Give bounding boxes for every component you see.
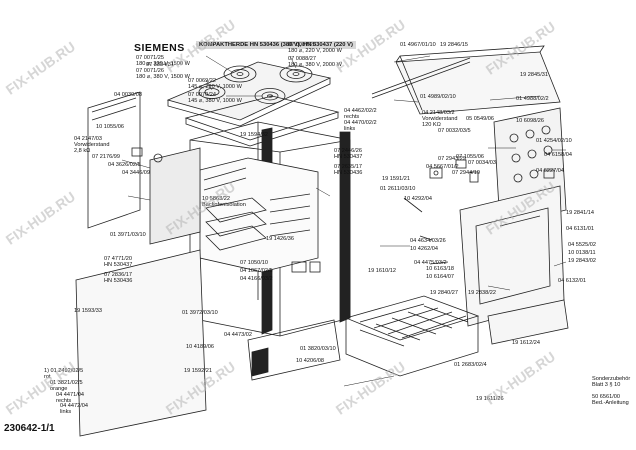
part-number-label: 01 4254/02/10: [536, 138, 572, 144]
part-number-label: 04 4166/03/2: [240, 276, 273, 282]
hinged-lid: [395, 45, 561, 115]
part-number-label: 19 2838/22: [468, 290, 496, 296]
part-number-label: 04 1067/02/5: [240, 268, 273, 274]
wire-basket: [344, 295, 480, 377]
part-number-label: 04 4470/02/2 links: [344, 120, 377, 132]
part-number-label: 19 1610/12: [368, 268, 396, 274]
oven-racks-left: [205, 197, 267, 251]
part-number-label: 01 4988/02/2: [516, 96, 549, 102]
part-number-label: 10 4292/04: [404, 196, 432, 202]
part-number-label: 07 2176/99: [92, 154, 120, 160]
part-number-label: 19 2841/14: [566, 210, 594, 216]
cooktop-plate: [166, 61, 332, 127]
part-number-label: 19 1611/26: [476, 396, 504, 402]
switches-and-fittings: [131, 147, 479, 273]
model-title: KOMPAKTHERDE HN 530436 (380 V), HN 53043…: [196, 41, 356, 49]
part-number-label: 04 6131/01: [566, 226, 594, 232]
drawer-front: [487, 299, 569, 345]
part-number-label: 05 0549/06: [466, 116, 494, 122]
part-number-label: 10 4262/04: [410, 246, 438, 252]
part-number-label: 07 2944/19: [452, 170, 480, 176]
part-number-label: 04 4471/04 rechts: [56, 392, 84, 404]
part-number-label: 07 1050/10: [240, 260, 268, 266]
part-number-label: 07 0088/27 180 ⌀, 380 V, 2000 W: [288, 56, 342, 68]
part-number-label: 01 3821/02/5 orange: [50, 380, 83, 392]
part-number-label: 19 1612/24: [512, 340, 540, 346]
rear-trim-strip: [371, 57, 471, 99]
part-number-label: 10 1055/06: [96, 124, 124, 130]
part-number-label: 50 6561/00 Bed.-Anleitung: [592, 394, 629, 406]
left-side-panel: [87, 91, 141, 229]
part-number-label: 07 2836/17 HN 530436: [104, 272, 133, 284]
part-number-label: 1) 01 2492/02/5 rot: [44, 368, 84, 380]
part-number-label: 04 4472/04 links: [60, 403, 88, 415]
part-number-label: 01 3971/03/10: [110, 232, 146, 238]
leader-lines: [121, 55, 567, 387]
part-number-label: 04 4475/03/2: [414, 260, 447, 266]
part-number-label: 19 1594/32: [240, 132, 268, 138]
hob-burner-left-front: [198, 85, 226, 99]
part-number-label: 07 2446/26 HN 530437: [334, 148, 363, 160]
part-number-label: 07 2943/29: [438, 156, 466, 162]
part-number-label: 07 3334/31: [146, 62, 174, 68]
part-number-label: 10 6098/26: [516, 118, 544, 124]
part-number-label: 04 6158/04: [544, 152, 572, 158]
part-number-label: 04 6132/01: [558, 278, 586, 284]
part-number-label: 01 4989/02/10: [420, 94, 456, 100]
part-number-label: 19 2846/15: [440, 42, 468, 48]
part-number-label: 04 2148/03/2 Vorwiderstand 120 KΩ: [422, 110, 458, 128]
part-number-label: 04 2147/03 Vorwiderstand 2,8 kΩ: [74, 136, 110, 154]
part-number-label: 01 2683/02/4: [454, 362, 487, 368]
part-number-label: 19 1591/21: [382, 176, 410, 182]
part-number-label: 10 0138/11: [568, 250, 596, 256]
part-number-label: 04 6227/04: [536, 168, 564, 174]
part-number-label: 07 0071/25 180 ⌀, 220 V, 1500 W: [136, 55, 190, 67]
part-number-label: Sonderzubehör Blatt 3 § 10: [592, 376, 631, 388]
part-number-label: 07 0032/03/5: [438, 128, 471, 134]
hob-burner-left-rear: [223, 65, 257, 83]
part-number-label: 07 4771/20 HN 530437: [104, 256, 133, 268]
part-number-label: 04 4634/03/26: [410, 238, 446, 244]
side-cover-sheet: [75, 249, 207, 437]
part-number-label: 07 1055/06: [456, 154, 484, 160]
sheet-number: 230642-1/1: [4, 423, 55, 434]
part-number-label: 01 3820/03/10: [300, 346, 336, 352]
part-number-label: 10 6164/07: [426, 274, 454, 280]
part-number-label: 07 0034/03: [468, 160, 496, 166]
oven-muffle: [199, 157, 319, 273]
part-number-label: 10 5863/22 Backofenisolation: [202, 196, 246, 208]
part-number-label: 07 0071/26 180 ⌀, 380 V, 1500 W: [136, 68, 190, 80]
part-number-label: 07 0070/24 145 ⌀, 380 V, 1000 W: [188, 92, 242, 104]
oven-insulation: [149, 147, 201, 245]
part-number-label: 04 4462/02/2 rechts: [344, 108, 377, 120]
part-number-label: 07 2635/17 HN 530436: [334, 164, 363, 176]
part-number-label: 04 4473/02: [224, 332, 252, 338]
part-number-label: 07 0087/28 180 ⌀, 220 V, 2000 W: [288, 42, 342, 54]
base-plinth: [247, 319, 341, 381]
cooktop-frame: [184, 95, 340, 147]
part-number-label: 04 5525/02: [568, 242, 596, 248]
part-number-label: 01 3972/03/10: [182, 310, 218, 316]
part-number-label: 04 3446/09: [122, 170, 150, 176]
part-number-label: 04 5667/01/2: [426, 164, 459, 170]
part-number-label: 19 1426/36: [266, 236, 294, 242]
part-number-label: 19 1593/33: [74, 308, 102, 314]
part-number-label: 10 6163/18: [426, 266, 454, 272]
part-number-label: 10 4206/08: [296, 358, 324, 364]
brand-name: SIEMENS: [134, 42, 185, 54]
part-number-label: 07 0069/22 145 ⌀, 220 V, 1000 W: [188, 78, 242, 90]
part-number-label: 04 3626/02/5: [108, 162, 141, 168]
part-number-label: 04 0039/08: [114, 92, 142, 98]
part-number-label: 01 4967/01/10: [400, 42, 436, 48]
part-number-label: 19 2840/27: [430, 290, 458, 296]
part-number-label: 19 1592/21: [184, 368, 212, 374]
part-number-label: 10 4189/06: [186, 344, 214, 350]
hob-burner-right-rear: [279, 65, 313, 83]
part-number-label: 01 2611/03/10: [380, 186, 416, 192]
part-number-label: 19 2845/31: [520, 72, 548, 78]
part-number-label: 19 2843/02: [568, 258, 596, 264]
